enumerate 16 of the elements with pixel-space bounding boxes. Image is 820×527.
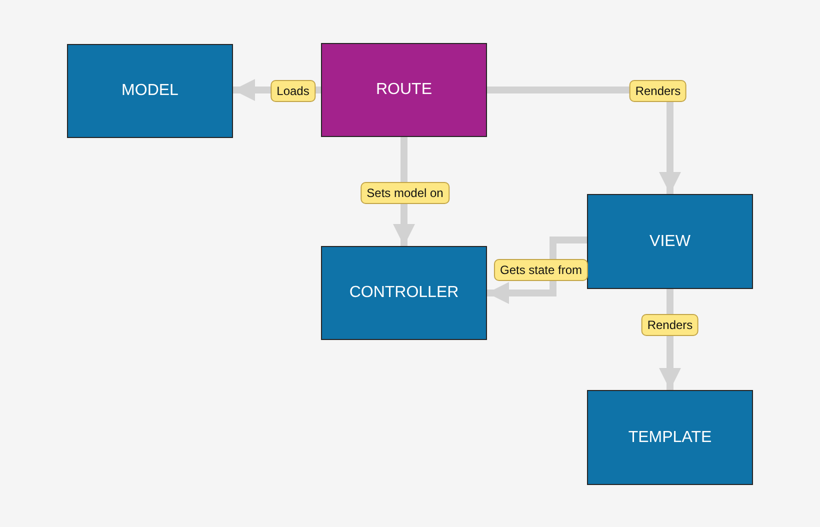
box-label: VIEW [650, 232, 690, 250]
edge-label: Gets state from [494, 259, 588, 281]
box-label: ROUTE [376, 81, 432, 99]
process-box [321, 246, 487, 340]
edge-label: Loads [270, 80, 316, 102]
box-label: CONTROLLER [349, 284, 459, 302]
process-box [67, 44, 233, 138]
process-box [321, 43, 487, 137]
process-box [587, 194, 753, 289]
box-label: MODEL [122, 82, 178, 100]
arrow [487, 236, 587, 304]
process-box [587, 390, 753, 485]
edge-label: Renders [641, 314, 699, 336]
box-label: TEMPLATE [628, 428, 712, 446]
edge-label: Renders [629, 80, 687, 102]
edge-label: Sets model on [360, 182, 450, 204]
